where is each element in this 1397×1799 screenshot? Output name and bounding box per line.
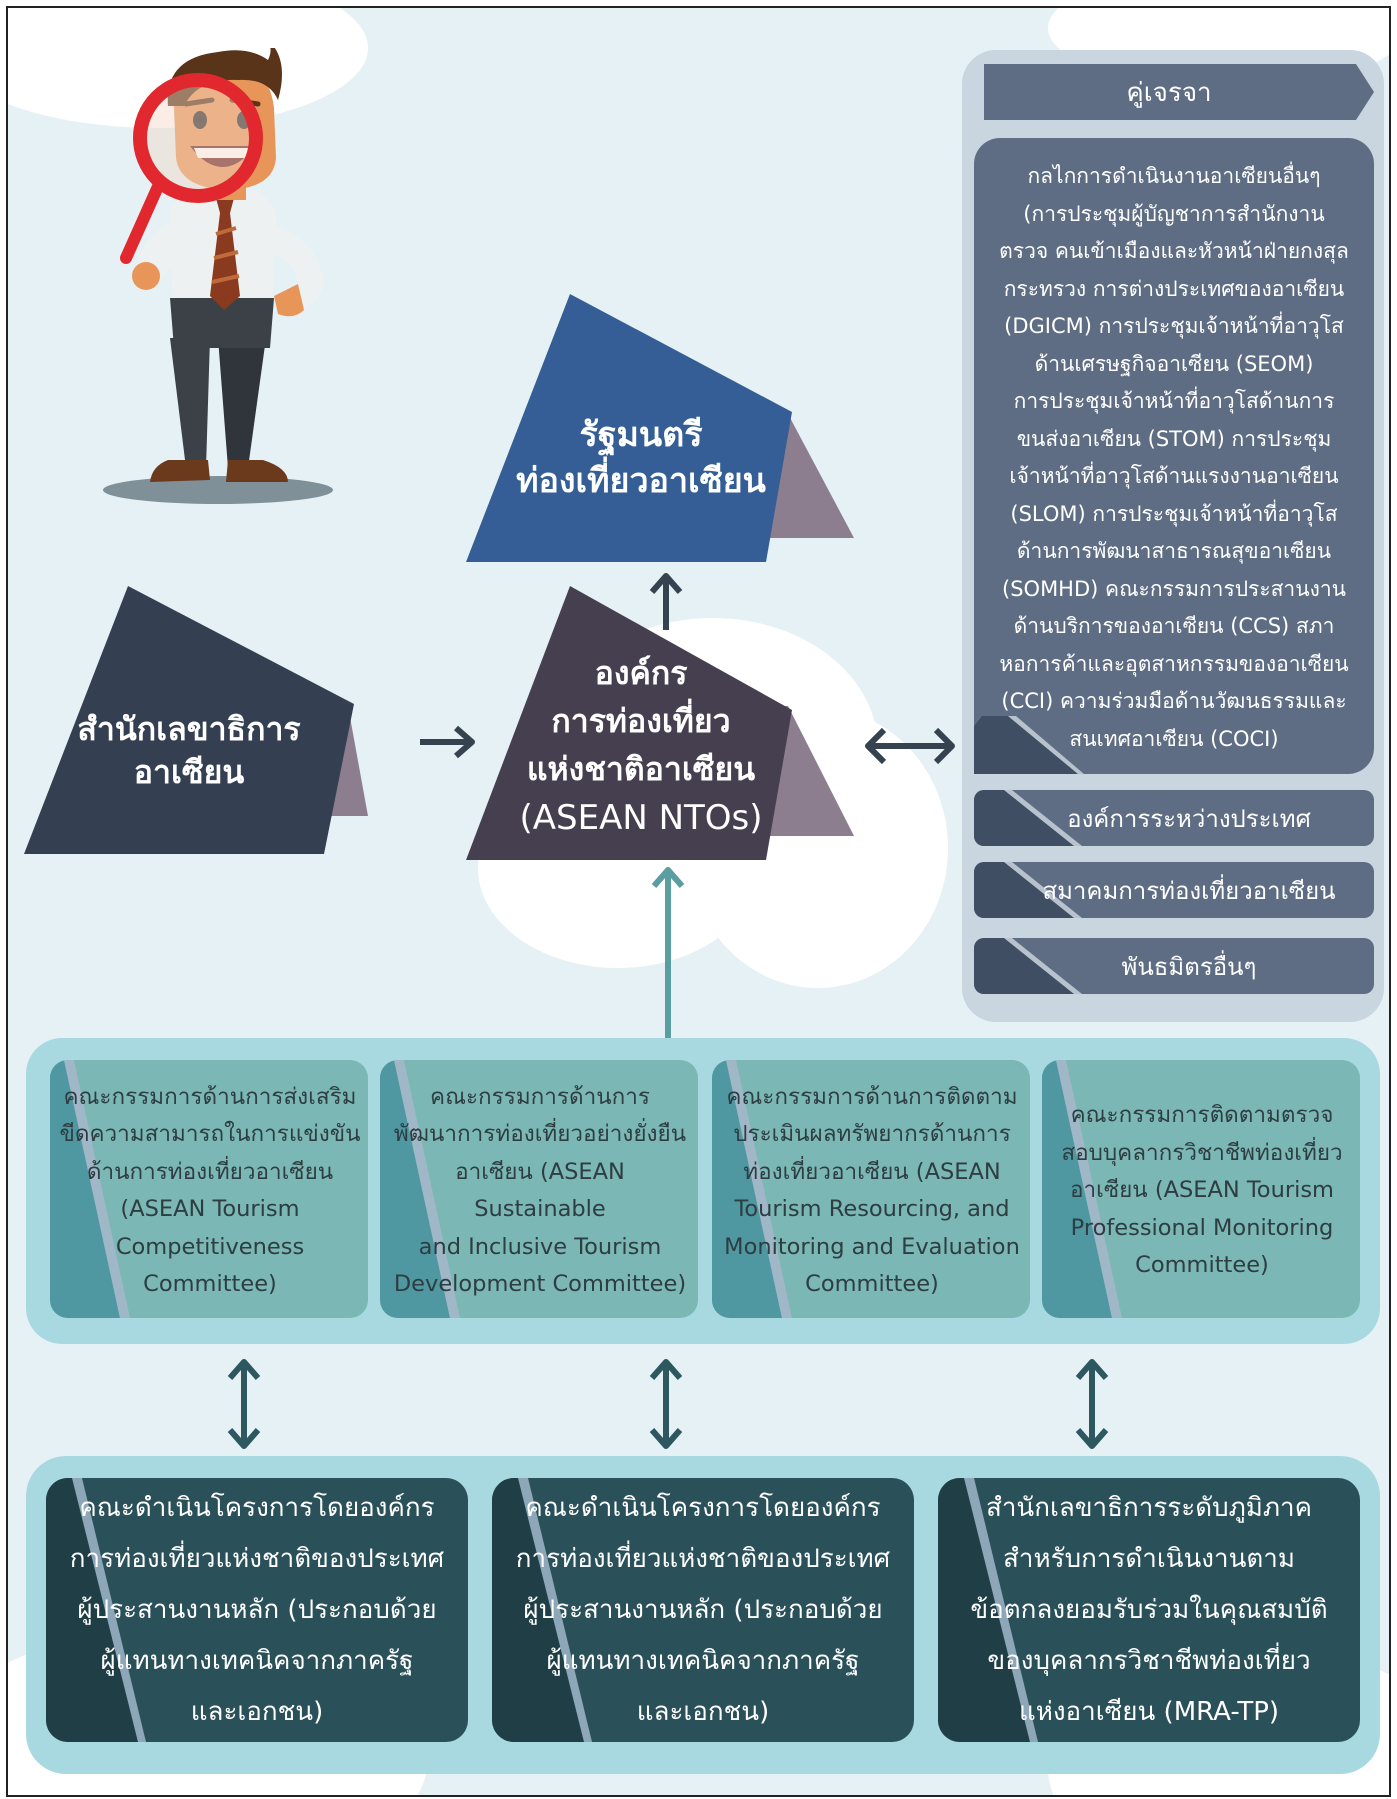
arrow-both-committee-ops-3 [1075, 1359, 1109, 1449]
operations-band: คณะดำเนินโครงการโดยองค์กร การท่องเที่ยวแ… [26, 1456, 1380, 1774]
committee-text: คณะกรรมการติดตามตรวจ สอบบุคลากรวิชาชีพท่… [1050, 1072, 1354, 1310]
arrow-both-committee-ops-1 [227, 1359, 261, 1449]
ops-text: คณะดำเนินโครงการโดยองค์กร การท่องเที่ยวแ… [69, 1492, 445, 1727]
partners-panel: คู่เจรจา กลไกการดำเนินงานอาเซียนอื่นๆ (ก… [962, 50, 1384, 1022]
ntos-line3: แห่งชาติอาเซียน [526, 749, 756, 788]
ops-card-3: สำนักเลขาธิการระดับภูมิภาค สำหรับการดำเน… [938, 1478, 1360, 1742]
card-fold [380, 1060, 460, 1318]
ops-card-1: คณะดำเนินโครงการโดยองค์กร การท่องเที่ยวแ… [46, 1478, 468, 1742]
committee-label: คณะกรรมการด้านการส่งเสริม ขีดความสามารถใ… [59, 1083, 361, 1298]
ministers-line2: ท่องเที่ยวอาเซียน [516, 461, 766, 501]
ops-text: สำนักเลขาธิการระดับภูมิภาค สำหรับการดำเน… [970, 1492, 1328, 1727]
secretariat-line2: อาเซียน [133, 753, 245, 791]
ops-card-2: คณะดำเนินโครงการโดยองค์กร การท่องเที่ยวแ… [492, 1478, 914, 1742]
arrow-up-ntos-to-ministers [649, 573, 683, 630]
businessman-magnifier-illustration [103, 48, 333, 504]
committee-card-competitiveness: คณะกรรมการด้านการส่งเสริม ขีดความสามารถใ… [50, 1060, 368, 1318]
partner-item-label: องค์การระหว่างประเทศ [1067, 804, 1311, 833]
committee-card-sustainable: คณะกรรมการด้านการ พัฒนาการท่องเที่ยวอย่า… [380, 1060, 698, 1318]
committee-card-professional: คณะกรรมการติดตามตรวจ สอบบุคลากรวิชาชีพท่… [1042, 1060, 1360, 1318]
arrow-both-ntos-partners [865, 727, 955, 765]
partner-item-other-partners: พันธมิตรอื่นๆ [974, 938, 1374, 994]
secretariat-line1: สำนักเลขาธิการ [77, 709, 301, 748]
fold-corner [974, 716, 1084, 774]
diagram-frame: สำนักเลขาธิการ อาเซียน รัฐมนตรี ท่องเที่… [6, 6, 1391, 1797]
committees-band: คณะกรรมการด้านการส่งเสริม ขีดความสามารถใ… [26, 1038, 1380, 1344]
card-fold [50, 1060, 130, 1318]
committee-label: คณะกรรมการด้านการ พัฒนาการท่องเที่ยวอย่า… [393, 1083, 687, 1298]
other-mechanisms-box: กลไกการดำเนินงานอาเซียนอื่นๆ (การประชุมผ… [974, 138, 1374, 774]
committee-text: คณะกรรมการด้านการส่งเสริม ขีดความสามารถใ… [58, 1072, 362, 1310]
arrow-right-secretariat-to-ntos [420, 725, 475, 759]
ntos-line2: การท่องเที่ยว [551, 701, 731, 740]
partner-item-label: สมาคมการท่องเที่ยวอาเซียน [1042, 876, 1336, 905]
committee-text: คณะกรรมการด้านการติดตาม ประเมินผลทรัพยาก… [720, 1072, 1024, 1310]
asean-ntos-box: องค์กร การท่องเที่ยว แห่งชาติอาเซียน (AS… [466, 586, 866, 862]
committee-label: คณะกรรมการด้านการติดตาม ประเมินผลทรัพยาก… [724, 1083, 1020, 1298]
committee-card-resourcing: คณะกรรมการด้านการติดตาม ประเมินผลทรัพยาก… [712, 1060, 1030, 1318]
ops-text: คณะดำเนินโครงการโดยองค์กร การท่องเที่ยวแ… [515, 1492, 891, 1727]
arrow-up-committees-to-ntos [651, 867, 685, 1042]
ministers-label: รัฐมนตรี ท่องเที่ยวอาเซียน [506, 384, 776, 534]
partner-item-international-orgs: องค์การระหว่างประเทศ [974, 790, 1374, 846]
ntos-line1: องค์กร [594, 653, 688, 692]
asean-secretariat-box: สำนักเลขาธิการ อาเซียน [24, 586, 424, 856]
dialogue-partners-header: คู่เจรจา [984, 64, 1374, 120]
header-arrow-shape [984, 64, 1374, 120]
card-fold [492, 1478, 592, 1742]
dialogue-partners-label: คู่เจรจา [1126, 77, 1212, 108]
partner-item-label: พันธมิตรอื่นๆ [1121, 952, 1257, 981]
secretariat-label: สำนักเลขาธิการ อาเซียน [64, 666, 314, 836]
asean-tourism-ministers-box: รัฐมนตรี ท่องเที่ยวอาเซียน [466, 294, 866, 564]
card-fold [46, 1478, 146, 1742]
arrow-both-committee-ops-2 [649, 1359, 683, 1449]
committee-text: คณะกรรมการด้านการ พัฒนาการท่องเที่ยวอย่า… [388, 1072, 692, 1310]
ntos-line4: (ASEAN NTOs) [519, 797, 763, 838]
ministers-shape [466, 294, 854, 562]
card-fold [712, 1060, 792, 1318]
ntos-shape [466, 586, 854, 860]
ntos-label: องค์กร การท่องเที่ยว แห่งชาติอาเซียน (AS… [496, 646, 786, 846]
card-fold [1042, 1060, 1122, 1318]
fold-corner [974, 790, 1082, 846]
fold-corner [974, 862, 1082, 918]
other-mechanisms-text: กลไกการดำเนินงานอาเซียนอื่นๆ (การประชุมผ… [999, 164, 1349, 751]
partner-item-tourism-association: สมาคมการท่องเที่ยวอาเซียน [974, 862, 1374, 918]
committee-label: คณะกรรมการติดตามตรวจ สอบบุคลากรวิชาชีพท่… [1061, 1102, 1343, 1279]
ministers-line1: รัฐมนตรี [579, 415, 703, 456]
secretariat-shape [24, 586, 368, 854]
fold-corner [974, 938, 1082, 994]
card-fold [938, 1478, 1038, 1742]
